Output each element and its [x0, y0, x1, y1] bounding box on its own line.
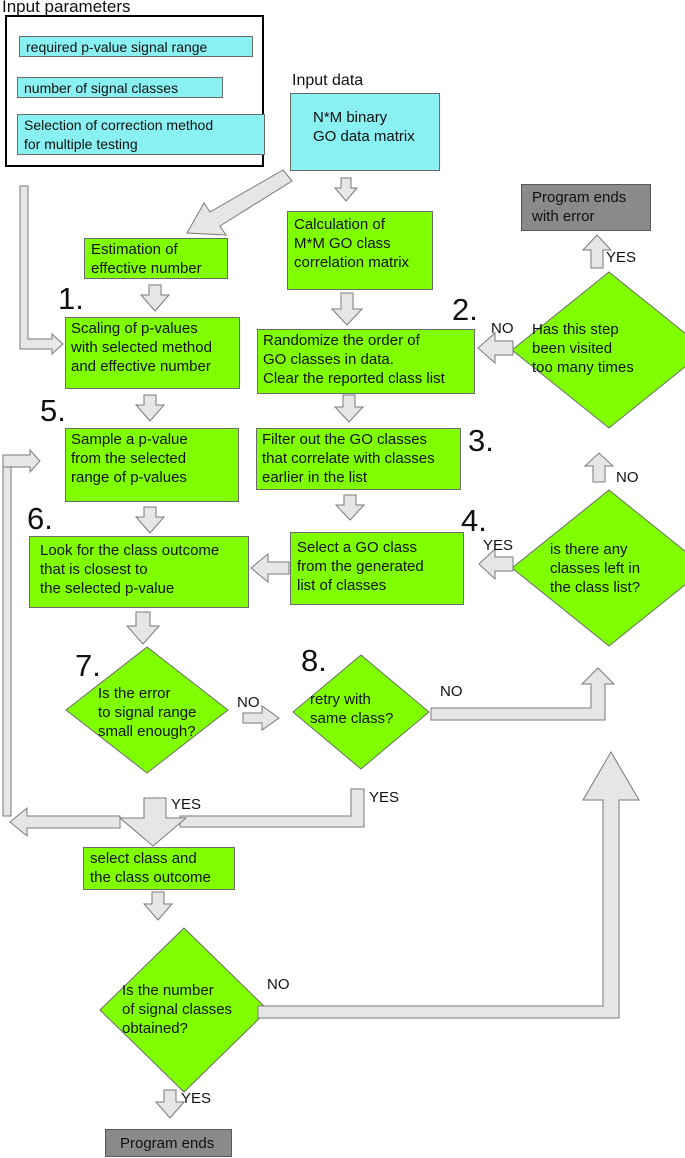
arrow-sample-look	[134, 506, 166, 534]
arrow-left-visited	[583, 452, 615, 483]
arrow-number-no	[257, 751, 640, 1019]
arrow-visited-errend	[581, 234, 613, 269]
node-estimation: Estimation of effective number	[84, 238, 228, 279]
input-parameters-title: Input parameters	[2, 0, 131, 16]
decision-number-text: Is the number of signal classes obtained…	[122, 982, 233, 1037]
arrow-loop-return	[9, 806, 121, 838]
input-parameters-frame	[5, 15, 264, 167]
node-filter: Filter out the GO classes that correlate…	[256, 428, 461, 490]
param-signal-range: required p-value signal range	[19, 36, 253, 57]
arrow-select-number	[142, 891, 174, 921]
arrow-est-scale	[139, 284, 171, 312]
step-number-6: 6.	[27, 501, 53, 536]
label-no-retry: NO	[440, 683, 463, 700]
node-sample: Sample a p-value from the selected range…	[65, 428, 239, 502]
label-no-error: NO	[237, 694, 260, 711]
node-lookfor: Look for the class outcome that is close…	[29, 536, 249, 608]
arrow-left-select	[478, 547, 514, 581]
arrow-calc-rand	[330, 292, 364, 326]
decision-error-text: Is the error to signal range small enoug…	[98, 685, 197, 740]
label-yes-number: YES	[181, 1090, 212, 1107]
step-number-4: 4.	[461, 503, 487, 538]
node-select-go: Select a GO class from the generated lis…	[290, 532, 464, 605]
arrow-rand-filter	[333, 394, 365, 423]
diamond-error	[65, 646, 229, 774]
step-number-1: 1.	[58, 281, 84, 316]
step-number-5: 5.	[40, 393, 66, 428]
node-select-class: select class and the class outcome	[83, 847, 235, 890]
label-yes-top: YES	[606, 249, 637, 266]
arrow-visited-rand	[477, 331, 514, 365]
arrow-scale-sample	[134, 394, 166, 422]
param-signal-classes: number of signal classes	[17, 77, 223, 98]
label-yes-left: YES	[483, 537, 514, 554]
decision-retry-text: retry with same class?	[310, 691, 394, 727]
arrow-select-look	[250, 552, 290, 584]
node-calculation: Calculation of M*M GO class correlation …	[287, 211, 433, 290]
arrow-filter-select	[334, 494, 366, 521]
input-data-title: Input data	[292, 72, 364, 89]
diamond-retry	[292, 654, 430, 770]
diamond-visited	[511, 271, 685, 429]
arrow-data-down	[333, 177, 359, 202]
label-yes-retry: YES	[369, 789, 400, 806]
node-error-end: Program ends with error	[521, 184, 651, 231]
node-randomize: Randomize the order of GO classes in dat…	[257, 329, 475, 394]
arrow-retry-yes	[179, 788, 365, 828]
label-yes-error: YES	[171, 796, 202, 813]
arrow-error-yes	[118, 797, 188, 847]
label-no-visited: NO	[491, 320, 514, 337]
input-data-box: N*M binary GO data matrix	[290, 93, 440, 171]
param-correction-method: Selection of correction method for multi…	[17, 114, 265, 155]
diamond-classes-left	[511, 489, 685, 647]
arrow-params-scaling	[19, 185, 64, 356]
label-no-number: NO	[267, 976, 290, 993]
arrow-retry-left	[430, 667, 616, 721]
label-no-left: NO	[616, 469, 639, 486]
arrow-loop-up	[2, 459, 12, 817]
arrow-loop-sample	[2, 448, 41, 474]
step-number-2: 2.	[452, 292, 478, 327]
arrow-number-yes	[154, 1089, 186, 1119]
decision-visited-text: Has this step been visited too many time…	[532, 321, 634, 376]
arrow-error-retry	[242, 705, 280, 731]
node-program-ends: Program ends	[105, 1129, 232, 1157]
step-number-7: 7.	[75, 648, 101, 683]
step-number-3: 3.	[468, 423, 494, 458]
diamond-number	[99, 927, 269, 1093]
decision-classes-left-text: is there any classes left in the class l…	[550, 541, 641, 596]
arrow-diag-estimation	[186, 169, 293, 236]
step-number-8: 8.	[301, 643, 327, 678]
arrow-look-error	[125, 611, 161, 645]
node-scaling: Scaling of p-values with selected method…	[65, 317, 240, 389]
